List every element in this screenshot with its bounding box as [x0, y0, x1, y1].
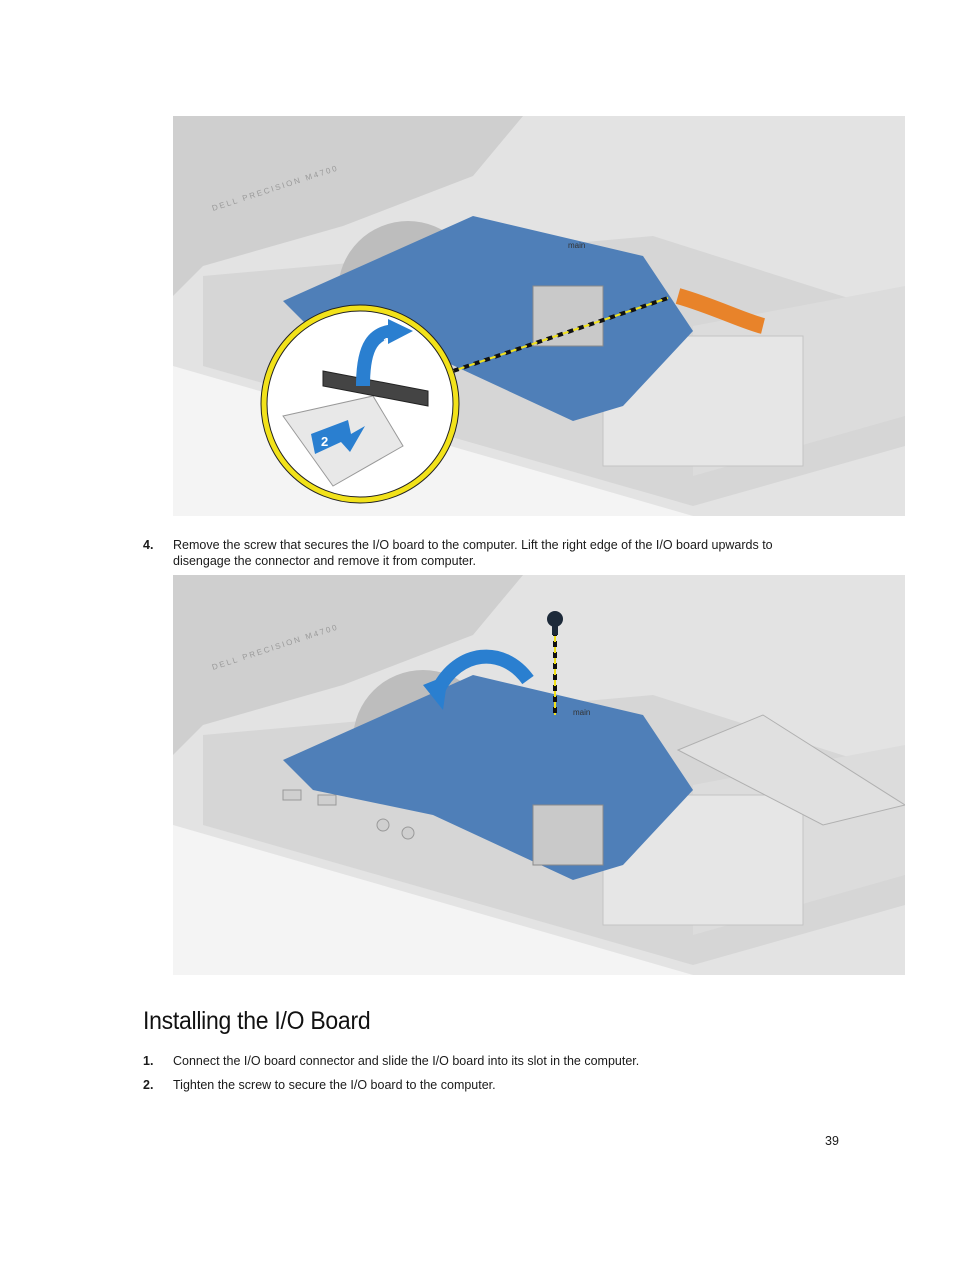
- board-label: main: [573, 708, 590, 717]
- cable: [675, 288, 766, 334]
- step-text: Connect the I/O board connector and slid…: [173, 1054, 640, 1068]
- io-board: [283, 216, 693, 421]
- figure-remove-board: DELL PRECISION M4700 main: [173, 575, 905, 975]
- install-step-2: 2. Tighten the screw to secure the I/O b…: [143, 1077, 823, 1093]
- callout-step-2: 2: [321, 434, 328, 449]
- step-number: 4.: [143, 538, 154, 552]
- step-number: 1.: [143, 1054, 154, 1068]
- step-text: Remove the screw that secures the I/O bo…: [173, 538, 773, 568]
- callout-step-1: 1: [383, 335, 390, 350]
- arrow-slide-icon: [311, 420, 365, 454]
- figure-disconnect-cable: DELL PRECISION M4700 main 1 2: [173, 116, 905, 516]
- page-number: 39: [825, 1134, 839, 1148]
- step-4: 4. Remove the screw that secures the I/O…: [143, 537, 823, 569]
- screw-icon: [547, 611, 563, 627]
- install-step-1: 1. Connect the I/O board connector and s…: [143, 1053, 823, 1069]
- leader-line: [452, 296, 669, 373]
- step-number: 2.: [143, 1078, 154, 1092]
- section-title: Installing the I/O Board: [143, 1007, 371, 1035]
- step-text: Tighten the screw to secure the I/O boar…: [173, 1078, 496, 1092]
- board-label: main: [568, 241, 585, 250]
